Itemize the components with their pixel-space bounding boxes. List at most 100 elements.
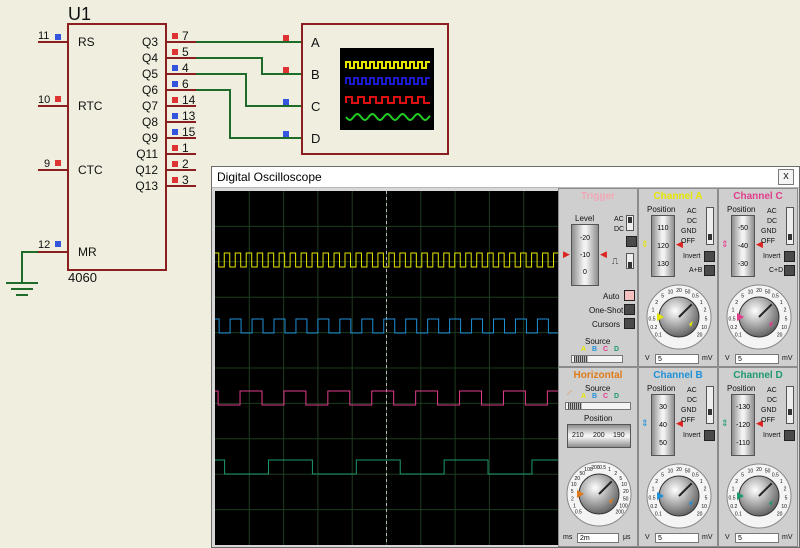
channel-a-sum-button[interactable] (704, 265, 715, 276)
channel-a-coupling-ac[interactable]: AC (687, 208, 697, 215)
channel-c-coupling-gnd[interactable]: GND (761, 228, 777, 235)
channel-c-coupling-off[interactable]: OFF (761, 238, 775, 245)
knob-marker-icon (737, 313, 744, 321)
channel-a-position-label: Position (647, 205, 676, 214)
oscilloscope-symbol[interactable]: A B C D (283, 23, 449, 155)
trigger-coupling-switch[interactable] (626, 215, 634, 231)
display-traces (215, 252, 558, 475)
channel-c-coupling-dc[interactable]: DC (767, 218, 778, 225)
wire-q6-to-d[interactable] (196, 89, 302, 139)
horizontal-source-slider[interactable] (565, 402, 631, 410)
channel-a-volts-field[interactable]: 5 (655, 354, 699, 364)
right-pin-q4[interactable]: 5Q4 (142, 45, 196, 65)
knob-marker-icon (737, 492, 744, 500)
channel-b-coupling-switch[interactable] (706, 386, 714, 424)
channel-a-coupling-switch[interactable] (706, 207, 714, 245)
knob-scale-label: 50 (685, 289, 691, 295)
channel-c-volts-field[interactable]: 5 (735, 354, 779, 364)
trigger-edge-icon: ⎍ (612, 256, 619, 266)
timebase-unit-us: μs (623, 534, 631, 541)
knob-scale-label: 0.5 (692, 472, 699, 478)
channel-b-coupling-ac[interactable]: AC (687, 387, 697, 394)
window-titlebar[interactable]: Digital Oscilloscope x (212, 167, 799, 188)
trace-channel-a (215, 252, 558, 268)
ground-symbol[interactable] (6, 251, 38, 296)
channel-c-coupling-switch[interactable] (786, 207, 794, 245)
channel-d-coupling-dc[interactable]: DC (767, 397, 778, 404)
channel-c-invert-button[interactable] (784, 251, 795, 262)
channel-a-coupling-gnd[interactable]: GND (681, 228, 697, 235)
channel-d-level-marker-icon: ◀ (756, 418, 763, 428)
channel-b-coupling-gnd[interactable]: GND (681, 407, 697, 414)
oscilloscope-window[interactable]: Digital Oscilloscope x Trigger Level -20… (211, 166, 800, 548)
channel-c-sum-button[interactable] (784, 265, 795, 276)
trigger-source-slider[interactable] (571, 355, 623, 363)
channel-c-position-label: Position (727, 205, 756, 214)
one-shot-button[interactable] (624, 304, 635, 315)
timebase-value-field[interactable]: 2m (577, 533, 619, 543)
channel-b-volts-field[interactable]: 5 (655, 533, 699, 543)
channel-c-coupling-ac[interactable]: AC (767, 208, 777, 215)
svg-text:10: 10 (38, 94, 50, 106)
knob-scale-label: 0.5 (575, 509, 582, 515)
horizontal-position-drum[interactable]: 210 200 190 (567, 424, 631, 448)
left-pin-ctc[interactable]: 9 CTC (38, 158, 103, 177)
cursors-button[interactable] (624, 318, 635, 329)
channel-d-coupling-off[interactable]: OFF (761, 417, 775, 424)
svg-text:Q8: Q8 (142, 115, 158, 129)
wire-q4-to-b[interactable] (196, 57, 302, 75)
channel-d-coupling-switch[interactable] (786, 386, 794, 424)
chip-part-number: 4060 (68, 270, 97, 285)
channel-d-volts-field[interactable]: 5 (735, 533, 779, 543)
horizontal-source-edge-icon: ⟋ (567, 390, 572, 397)
left-pin-mr[interactable]: 12 MR (38, 239, 97, 259)
channel-b-coupling-dc[interactable]: DC (687, 397, 698, 404)
chip-4060-body[interactable] (67, 23, 167, 271)
svg-text:15: 15 (182, 125, 196, 139)
trigger-edge-button[interactable] (626, 236, 637, 247)
channel-d-coupling-gnd[interactable]: GND (761, 407, 777, 414)
trigger-edge-switch[interactable] (626, 253, 634, 269)
right-pin-q6[interactable]: 6Q6 (142, 77, 196, 97)
one-shot-label: One-Shot (589, 306, 624, 315)
right-pin-q3[interactable]: 7Q3 (142, 29, 196, 49)
left-pin-rtc[interactable]: 10 RTC (38, 94, 103, 113)
channel-d-position-drum[interactable]: -130-120-110 (731, 394, 755, 456)
knob-pointer (598, 480, 613, 495)
knob-scale-label: 2 (735, 479, 738, 485)
left-pin-rs[interactable]: 11 RS (38, 30, 95, 49)
channel-a-invert-button[interactable] (704, 251, 715, 262)
right-pin-q5[interactable]: 4Q5 (142, 61, 196, 81)
knob-scale-label: 2 (614, 471, 617, 477)
channel-a-coupling-off[interactable]: OFF (681, 238, 695, 245)
channel-a-level-marker-icon: ◀ (676, 239, 683, 249)
channel-d-coupling-ac[interactable]: AC (767, 387, 777, 394)
wire-q5-to-c[interactable] (196, 73, 302, 107)
knob-scale-label: 0.5 (772, 293, 779, 299)
channel-a-coupling-dc[interactable]: DC (687, 218, 698, 225)
auto-button[interactable] (624, 290, 635, 301)
close-button[interactable]: x (778, 169, 794, 185)
knob-scale-label: 20 (623, 489, 629, 495)
channel-d-invert-button[interactable] (784, 430, 795, 441)
channel-b-invert-button[interactable] (704, 430, 715, 441)
trigger-level-drum[interactable]: -20 -10 0 (571, 224, 599, 286)
knob-scale-label: 10 (748, 468, 754, 474)
channel-b-coupling-off[interactable]: OFF (681, 417, 695, 424)
channel-c-position-drum[interactable]: -50-40-30 (731, 215, 755, 277)
